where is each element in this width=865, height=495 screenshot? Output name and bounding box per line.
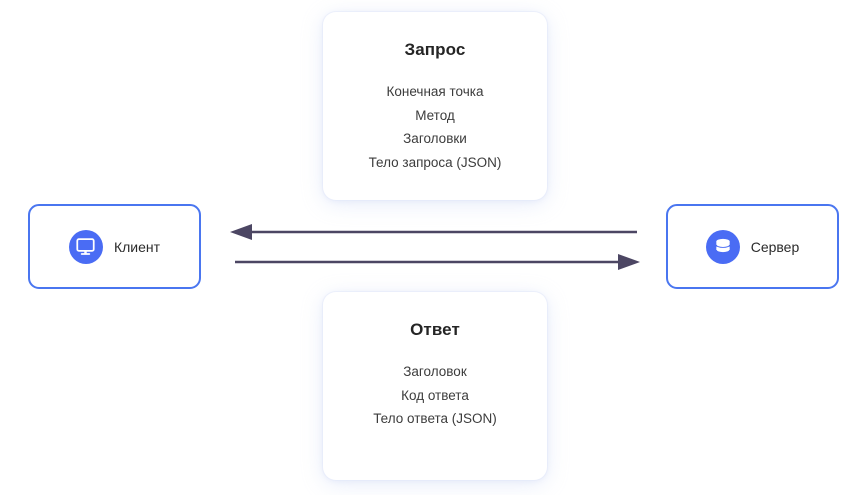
response-line-header: Заголовок [403, 364, 467, 379]
server-to-client-arrow [230, 224, 637, 240]
request-card: Запрос Конечная точка Метод Заголовки Те… [323, 12, 547, 200]
request-line-body: Тело запроса (JSON) [368, 154, 502, 170]
request-card-title: Запрос [404, 40, 466, 59]
client-node[interactable]: Клиент [28, 204, 201, 289]
database-icon [705, 229, 740, 264]
response-line-body: Тело ответа (JSON) [373, 411, 497, 426]
request-line-headers: Заголовки [403, 131, 467, 146]
request-card-lines: Конечная точка Метод Заголовки Тело запр… [369, 80, 502, 174]
response-line-status-code: Код ответа [401, 387, 469, 403]
monitor-icon [68, 229, 103, 264]
response-card-lines: Заголовок Код ответа Тело ответа (JSON) [373, 360, 497, 431]
client-to-server-arrow [235, 254, 640, 270]
client-node-content: Клиент [68, 229, 161, 264]
response-card: Ответ Заголовок Код ответа Тело ответа (… [323, 292, 547, 480]
client-node-label: Клиент [113, 238, 161, 255]
server-node-label: Сервер [750, 238, 800, 255]
request-line-endpoint: Конечная точка [386, 84, 484, 99]
response-card-title: Ответ [410, 320, 460, 339]
server-node-content: Сервер [705, 229, 800, 264]
request-line-method: Метод [415, 107, 455, 123]
server-node[interactable]: Сервер [666, 204, 839, 289]
